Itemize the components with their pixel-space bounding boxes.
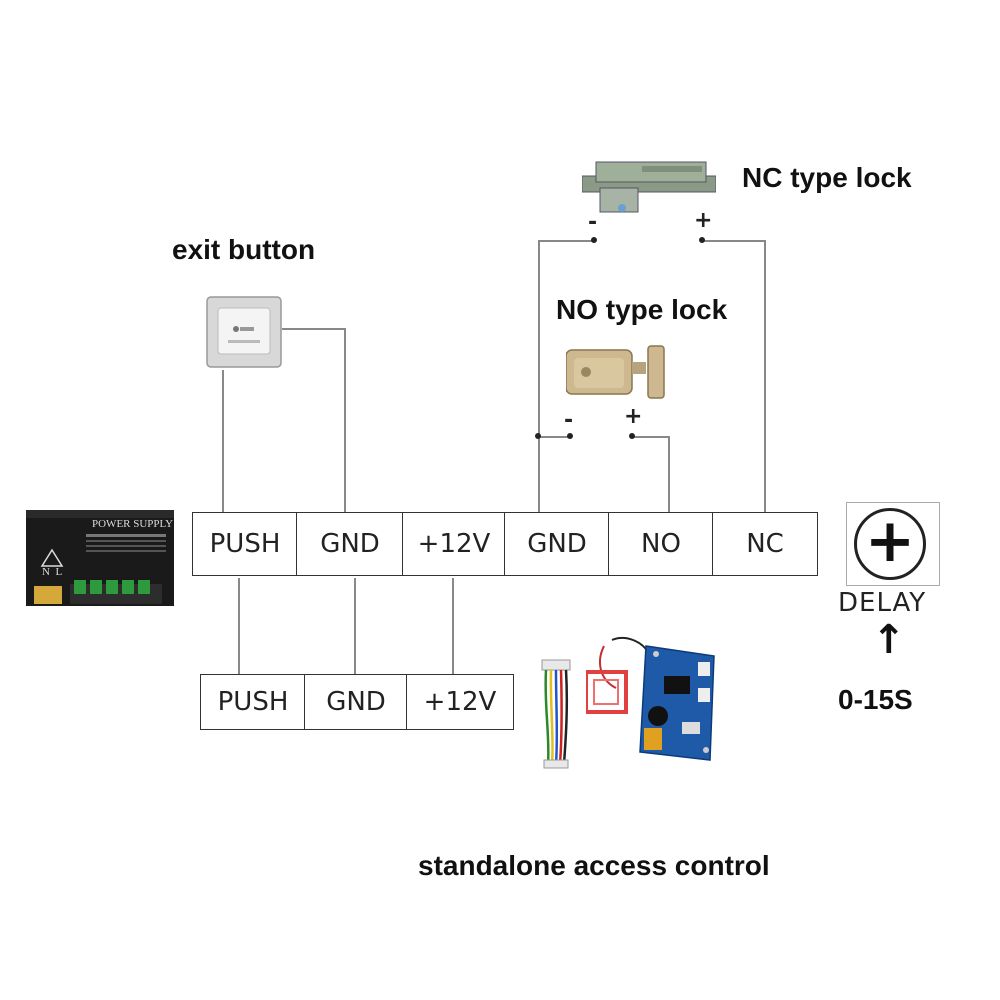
no-minus-sign: - (564, 408, 574, 433)
wire-bottom-12v (452, 578, 454, 674)
terminal-push: PUSH (192, 512, 298, 576)
exit-button-image (206, 296, 282, 368)
nc-plus-sign: + (694, 208, 713, 233)
junction-dot (591, 237, 597, 243)
delay-label: DELAY (838, 588, 927, 618)
no-lock-image (565, 344, 666, 400)
wire-exit-gnd-h (282, 328, 346, 330)
junction-dot (629, 433, 635, 439)
wire-nc-plus-h (702, 240, 766, 242)
wire-no-plus-v (668, 436, 670, 512)
nc-lock-image (581, 158, 717, 218)
exit-button-label: exit button (172, 234, 316, 265)
power-supply-title: POWER SUPPLY (92, 518, 174, 530)
terminal-gnd-lock: GND (504, 512, 610, 576)
power-supply-image: POWER SUPPLY N L (26, 510, 174, 610)
terminal-12v: +12V (402, 512, 506, 576)
delay-plus-icon: + (854, 508, 926, 580)
terminal-gnd: GND (296, 512, 404, 576)
access-control-board-image (584, 632, 716, 766)
wire-harness-image (536, 656, 576, 770)
bottom-terminal-push: PUSH (200, 674, 306, 730)
wire-exit-push (222, 370, 224, 512)
standalone-access-control-label: standalone access control (418, 850, 770, 881)
wire-bottom-gnd (354, 578, 356, 674)
junction-dot (699, 237, 705, 243)
terminal-nc: NC (712, 512, 818, 576)
wire-no-minus-h (538, 436, 570, 438)
bottom-terminal-12v: +12V (406, 674, 514, 730)
wire-bottom-push (238, 578, 240, 674)
wire-nc-minus-h (538, 240, 594, 242)
nc-lock-label: NC type lock (742, 162, 912, 193)
wire-exit-gnd-v (344, 328, 346, 512)
wire-nc-plus-v (764, 240, 766, 512)
bottom-terminal-gnd: GND (304, 674, 408, 730)
nc-minus-sign: - (588, 210, 598, 235)
delay-range-label: 0-15S (838, 684, 913, 715)
delay-plus-symbol: + (864, 506, 916, 576)
junction-dot (567, 433, 573, 439)
power-supply-terminal-marks: N L (42, 566, 63, 578)
terminal-no: NO (608, 512, 714, 576)
wire-nc-gnd-v (538, 240, 540, 512)
wire-no-plus-h (632, 436, 670, 438)
no-lock-label: NO type lock (556, 294, 728, 325)
no-plus-sign: + (624, 404, 643, 429)
junction-dot (535, 433, 541, 439)
delay-arrow-icon: ↑ (872, 617, 906, 663)
